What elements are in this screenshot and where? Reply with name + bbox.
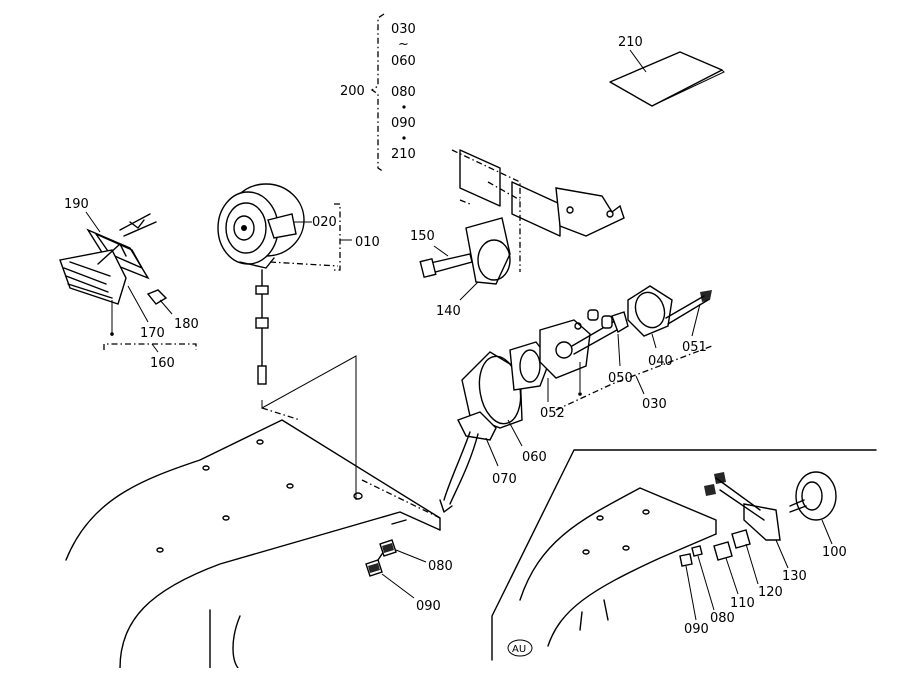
bulb-050 [611,311,629,334]
kit-item-080: 080 [391,85,416,100]
callout-190: 190 [64,197,89,212]
callout-100: 100 [822,545,847,560]
lamp-housing-170 [59,249,127,305]
callout-090-inset: 090 [684,622,709,637]
leader-090 [381,573,415,599]
au-badge-text: AU [512,644,526,655]
callout-090: 090 [416,599,441,614]
kit-dot [402,105,406,109]
callout-051: 051 [682,340,707,355]
leader-090-inset [685,565,697,621]
leader-070 [485,437,499,467]
callout-110: 110 [730,596,755,611]
bracket-arm [555,187,625,237]
bracket-assembly-140: 150 140 [410,149,625,319]
fender-panel [65,355,441,669]
leader-080-inset [697,555,715,611]
kit-item-210: 210 [391,147,416,162]
leader-051 [691,303,701,337]
lamp-assembly-160: 190 170 180 160 [59,197,199,371]
washer-080-inset [691,545,703,557]
kit-200-group: 200 030 ~ 060 080 090 210 [340,13,416,173]
kit-dot [402,136,406,140]
leader-080 [395,549,427,563]
kit-tilde: ~ [398,37,409,52]
callout-070: 070 [492,472,517,487]
group-bracket-160 [103,343,197,350]
leader-170 [127,285,149,323]
nut-120 [731,529,751,549]
kit-item-030: 030 [391,22,416,37]
bracket-140 [465,217,511,285]
callout-120: 120 [758,585,783,600]
callout-060: 060 [522,450,547,465]
callout-200: 200 [340,84,365,99]
leader-040 [651,333,657,349]
kit-item-090: 090 [391,116,416,131]
callout-010: 010 [355,235,380,250]
leader-100 [821,519,833,545]
inset-frame [491,449,877,661]
callout-160: 160 [150,356,175,371]
callout-150: 150 [410,229,435,244]
nut-110 [713,541,733,561]
callout-040: 040 [648,354,673,369]
wire-route [261,355,357,500]
callout-080-inset: 080 [710,611,735,626]
frame-outline [451,149,521,272]
hardware-080-090-center: 080 090 [365,539,453,614]
plate-070 [457,411,497,441]
leader-180 [159,299,173,315]
socket-plate [539,319,591,379]
au-badge [507,639,533,657]
callout-140: 140 [436,304,461,319]
nut-090-inset [679,553,693,567]
callout-052: 052 [540,406,565,421]
callout-020: 020 [312,215,337,230]
leader-210 [629,49,647,73]
leader-130 [775,539,789,569]
bulb-020 [267,213,297,239]
leader-050 [617,333,621,367]
tail-lamp-assembly-030: 052 060 070 050 040 051 030 [439,285,713,513]
callout-130: 130 [782,569,807,584]
group-bracket-010 [334,203,341,271]
callout-030: 030 [642,397,667,412]
callout-170: 170 [140,326,165,341]
leader-110 [725,557,739,595]
leader-060 [507,419,523,447]
callout-210: 210 [618,35,643,50]
bulb-180 [146,289,168,305]
part-210-sheet: 210 [609,35,725,107]
inset-detail: 100 130 120 110 080 090 AU [491,449,877,661]
leader-150 [433,245,449,257]
kit-item-060: 060 [391,54,416,69]
callout-050: 050 [608,371,633,386]
callout-080: 080 [428,559,453,574]
callout-180: 180 [174,317,199,332]
bracket-190 [86,228,150,280]
kit-brace [370,13,385,173]
lens-040 [627,285,673,337]
leader-120 [745,543,759,585]
leader-140 [459,281,479,301]
headlamp-assembly-010: 020 010 [217,183,380,385]
leader-190 [85,211,101,233]
